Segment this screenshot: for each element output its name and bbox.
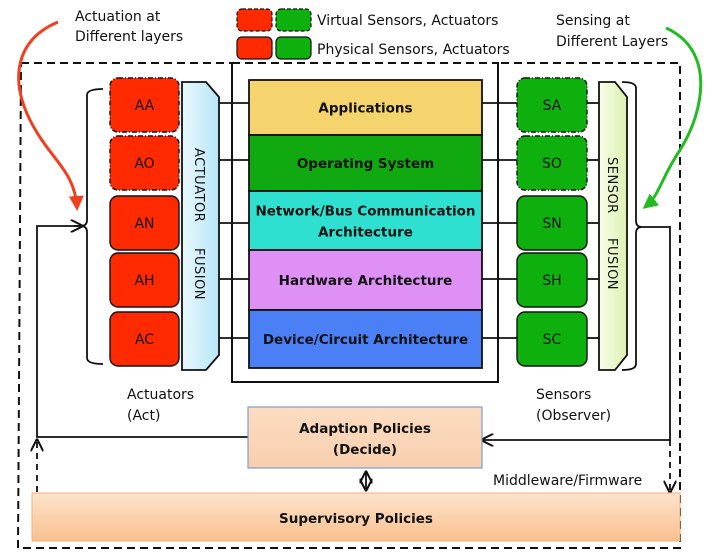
sensor-fusion-word1: SENSOR [604, 157, 619, 214]
sensor-node-so: SO [516, 135, 588, 191]
actuator-node-label: AO [134, 156, 154, 172]
sensor-node-label: SC [543, 332, 562, 348]
actuator-fusion: ACTUATOR FUSION [181, 81, 220, 371]
sensor-node-sh: SH [516, 252, 588, 308]
sensor-fusion: SENSOR FUSION [598, 81, 628, 371]
adaption-policies-title: Adaption Policies [299, 421, 431, 437]
actuator-bracket [80, 88, 104, 365]
sensor-node-label: SH [542, 273, 561, 289]
actuator-node-ao: AO [109, 135, 180, 191]
layer-connectors [219, 102, 599, 339]
outer-dashed-frame [16, 62, 681, 549]
legend-physical-label: Physical Sensors, Actuators [317, 42, 510, 58]
sensor-column: SA SO SN SH SC [516, 77, 588, 367]
middleware-label: Middleware/Firmware [493, 473, 642, 489]
legend-physical-sensor-swatch [275, 36, 312, 60]
sensing-note-line2: Different Layers [556, 34, 668, 50]
actuator-node-an: AN [109, 195, 180, 251]
layer-hardware-architecture: Hardware Architecture [248, 249, 483, 311]
actuator-node-ah: AH [109, 252, 180, 308]
legend-virtual-actuator-swatch [236, 8, 273, 32]
actuator-node-label: AC [135, 332, 154, 348]
actuator-fusion-word1: ACTUATOR [191, 148, 206, 222]
supervisory-policies-label: Supervisory Policies [279, 511, 433, 527]
actuator-node-ac: AC [109, 311, 180, 367]
sensing-note-line1: Sensing at [556, 13, 630, 29]
sensor-node-sc: SC [516, 311, 588, 367]
actuation-note-line1: Actuation at [75, 9, 161, 25]
layer-label-line: Architecture [318, 225, 413, 241]
layer-device-circuit-architecture: Device/Circuit Architecture [248, 309, 483, 369]
actuators-caption-line2: (Act) [127, 408, 160, 424]
actuator-node-label: AH [134, 273, 154, 289]
sensors-caption-line2: (Observer) [536, 408, 611, 424]
sensing-feedback-line [482, 226, 671, 440]
sensor-node-sn: SN [516, 195, 588, 251]
layer-label: Hardware Architecture [279, 273, 453, 289]
actuation-curved-arrow [17, 20, 84, 211]
layer-applications: Applications [248, 79, 483, 136]
sensor-node-label: SA [543, 98, 562, 114]
sensing-curved-arrow [642, 26, 703, 209]
legend-virtual-label: Virtual Sensors, Actuators [317, 13, 498, 29]
sensor-node-label: SN [542, 216, 561, 232]
actuator-fusion-word2: FUSION [191, 248, 206, 300]
supervisory-policies-box: Supervisory Policies [31, 492, 681, 542]
actuation-note-line2: Different layers [75, 29, 183, 45]
actuator-node-aa: AA [109, 77, 180, 133]
legend-physical-actuator-swatch [236, 36, 273, 60]
legend: Virtual Sensors, Actuators Physical Sens… [236, 8, 510, 60]
layer-label: Device/Circuit Architecture [263, 332, 468, 348]
layer-operating-system: Operating System [248, 134, 483, 192]
sensor-node-sa: SA [516, 77, 588, 133]
actuator-node-label: AA [135, 98, 155, 114]
sensor-node-label: SO [542, 156, 562, 172]
adaption-policies-subtitle: (Decide) [333, 442, 397, 458]
layer-label: Operating System [297, 156, 434, 172]
actuation-feedback-line [36, 225, 248, 438]
adaption-policies-box: Adaption Policies (Decide) [247, 406, 483, 469]
layer-label-line: Network/Bus Communication [255, 204, 475, 220]
sensors-caption-line1: Sensors [536, 387, 591, 403]
legend-virtual-sensor-swatch [275, 8, 312, 32]
layer-stack-dashed-frame [231, 62, 499, 383]
sensor-fusion-word2: FUSION [604, 238, 619, 290]
actuators-caption-line1: Actuators [127, 387, 194, 403]
layer-label: Applications [318, 101, 412, 117]
actuator-node-label: AN [134, 216, 154, 232]
actuator-column: AA AO AN AH AC [109, 77, 180, 367]
